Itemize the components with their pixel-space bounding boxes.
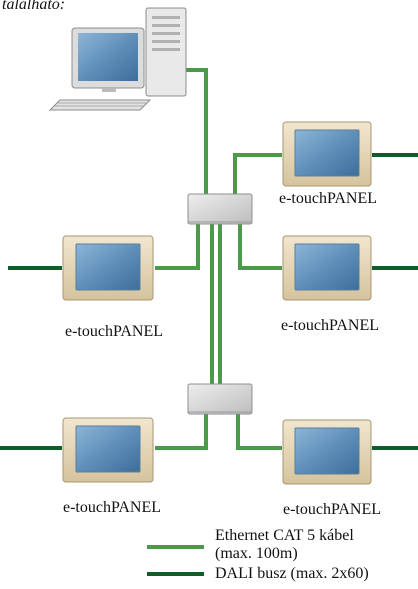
legend-dali-label: DALI busz (max. 2x60) [215,565,369,582]
panel-label: e-touchPANEL [65,323,163,340]
touch-panel-icon [62,417,154,483]
dali-lines [0,153,418,450]
legend-ethernet-sublabel: (max. 100m) [215,545,298,562]
touch-panel-icon [282,419,372,485]
legend: Ethernet CAT 5 kábel (max. 100m) DALI bu… [147,527,369,582]
computer-icon [48,7,187,111]
touch-panel-icon [282,121,372,187]
ethernet-lines [155,68,282,450]
panel-label: e-touchPANEL [281,317,379,334]
touch-panel-icon [282,235,372,301]
panel-label: e-touchPANEL [63,499,161,516]
network-switch-icon [187,193,253,225]
network-switch-icon [187,383,253,415]
legend-ethernet-label: Ethernet CAT 5 kábel [215,527,354,544]
panel-label: e-touchPANEL [283,501,381,518]
header-text: található: [2,0,65,13]
touch-panel-icon [62,235,154,301]
panel-label: e-touchPANEL [279,190,377,207]
